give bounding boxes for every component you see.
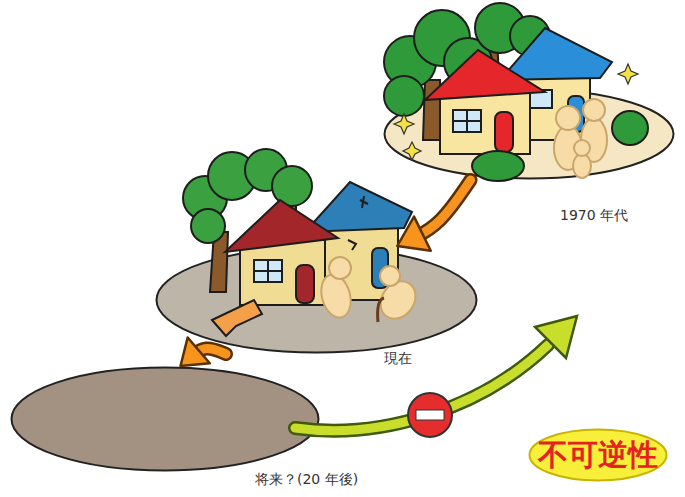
house-roof [425,50,545,100]
house-wall [510,72,590,140]
tree-trunk [423,80,442,140]
tree-group [183,149,312,292]
badge-text: 不可逆性 [528,428,668,482]
arrow-shaft-outline [191,348,226,356]
broken-piece [212,300,262,336]
arrow-shaft [191,348,226,356]
sparkle [394,114,414,134]
house-window [453,110,481,132]
window-frame [254,260,282,282]
scene-ellipse: 1970 年代 [383,88,675,180]
scene-label: 将来？(20 年後) [255,470,358,488]
house-window [530,90,552,108]
person-body [554,126,582,170]
tree-group [384,3,550,140]
tree-crown [475,3,525,53]
tree-trunk [286,196,296,222]
ellipse-shape [12,368,319,471]
arrow-shaft-outline [295,345,548,431]
house-door [495,112,513,152]
badge-ellipse: 不可逆性 [528,428,668,482]
arrow-shaft [295,345,548,431]
tree-crown [272,166,312,206]
arrow-shaft-outline [412,180,470,239]
house-wall [320,222,398,300]
sign-disc [408,393,452,437]
house-roof [225,200,338,252]
cane [378,298,384,322]
bush [472,151,524,181]
return-arrow [295,316,577,431]
tree-crown [510,16,550,56]
no-entry-sign [408,393,452,437]
flow-arrow [181,337,227,366]
person-body [581,118,607,162]
house-red [425,50,545,154]
node-outline [155,246,478,354]
tree-crown [208,152,256,200]
person-head [583,99,605,121]
flow-arrow [397,180,470,251]
house-wall [240,240,325,305]
house-roof [305,182,412,232]
house-wall [440,88,530,154]
house-door [296,265,314,303]
tree-trunk [210,232,228,292]
ellipse-shape [157,248,477,353]
sign-bar [416,410,444,420]
person-body [373,274,422,325]
ellipse-shape [385,90,674,179]
house-door [372,248,388,288]
scene-ellipse: 将来？(20 年後) [10,366,320,472]
node-outline [383,88,675,180]
crack-mark [348,196,368,250]
scene-ellipse: 現在 [155,246,478,354]
tree-crown [384,36,436,88]
tree-crown [191,209,225,243]
node-outline [10,366,320,472]
house-red-worn [225,200,338,305]
house-door [568,96,584,132]
bush-group [472,111,648,181]
bush [612,111,648,145]
arrow-head [535,316,577,358]
person-body [317,271,355,321]
window-frame [453,110,481,132]
people-group [554,99,607,178]
house-blue [500,28,612,140]
house-window [254,260,282,282]
tree-crown [183,176,227,220]
person-body [573,154,591,178]
tree-crown [245,149,287,191]
house-roof [500,28,612,80]
elderly-group [317,257,423,326]
arrow-head [397,217,431,251]
scene-label: 現在 [384,349,412,367]
sparkle [618,64,638,84]
person-head [574,140,590,156]
arrow-head [181,337,210,366]
house-blue-worn [305,182,412,300]
person-head [380,266,400,286]
person-head [556,106,580,130]
tree-trunk [485,40,499,75]
scene-label: 1970 年代 [560,206,628,224]
person-head [329,257,351,279]
tree-crown [444,38,492,86]
arrow-shaft [412,180,470,239]
sparkle-group [394,64,638,160]
sparkle [403,142,421,160]
tree-crown [384,76,424,116]
tree-crown [414,10,470,66]
